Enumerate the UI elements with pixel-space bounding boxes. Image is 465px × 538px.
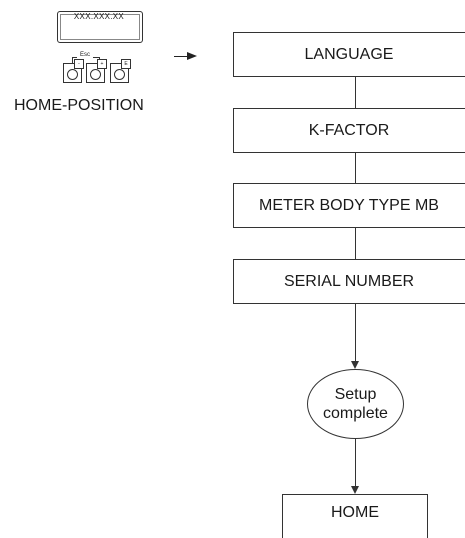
connector-4: [355, 304, 356, 361]
setup-complete-line1: Setup: [334, 386, 377, 403]
step-language-box: [233, 32, 465, 77]
step-k-factor-label: K-FACTOR: [308, 122, 390, 139]
arrow-right-icon: [187, 52, 197, 60]
step-k-factor-box: [233, 108, 465, 153]
setup-complete-oval: [307, 369, 404, 439]
minus-key-mark: -: [74, 59, 84, 69]
connector-1: [355, 77, 356, 108]
enter-key-mark: E: [121, 59, 131, 69]
connector-3: [355, 228, 356, 259]
home-box: [282, 494, 428, 538]
device-display: [57, 11, 143, 43]
pointer-arrow-line: [174, 56, 188, 57]
home-label: HOME: [331, 504, 379, 521]
setup-complete-line2: complete: [323, 405, 388, 422]
setup-complete-label: Setup complete: [307, 373, 404, 435]
arrow-down-icon: [351, 486, 359, 494]
esc-label: Esc: [77, 52, 93, 59]
step-meter-body-type-box: [233, 183, 465, 228]
step-language-label: LANGUAGE: [304, 46, 394, 63]
plus-key-mark: +: [97, 59, 107, 69]
step-serial-number-label: SERIAL NUMBER: [283, 273, 415, 290]
connector-5: [355, 439, 356, 486]
home-position-label: HOME-POSITION: [14, 97, 144, 114]
display-readout: XXX.XXX.XX: [73, 12, 125, 21]
step-meter-body-type-label: METER BODY TYPE MB: [259, 197, 439, 214]
connector-2: [355, 153, 356, 183]
step-serial-number-box: [233, 259, 465, 304]
arrow-down-icon: [351, 361, 359, 369]
